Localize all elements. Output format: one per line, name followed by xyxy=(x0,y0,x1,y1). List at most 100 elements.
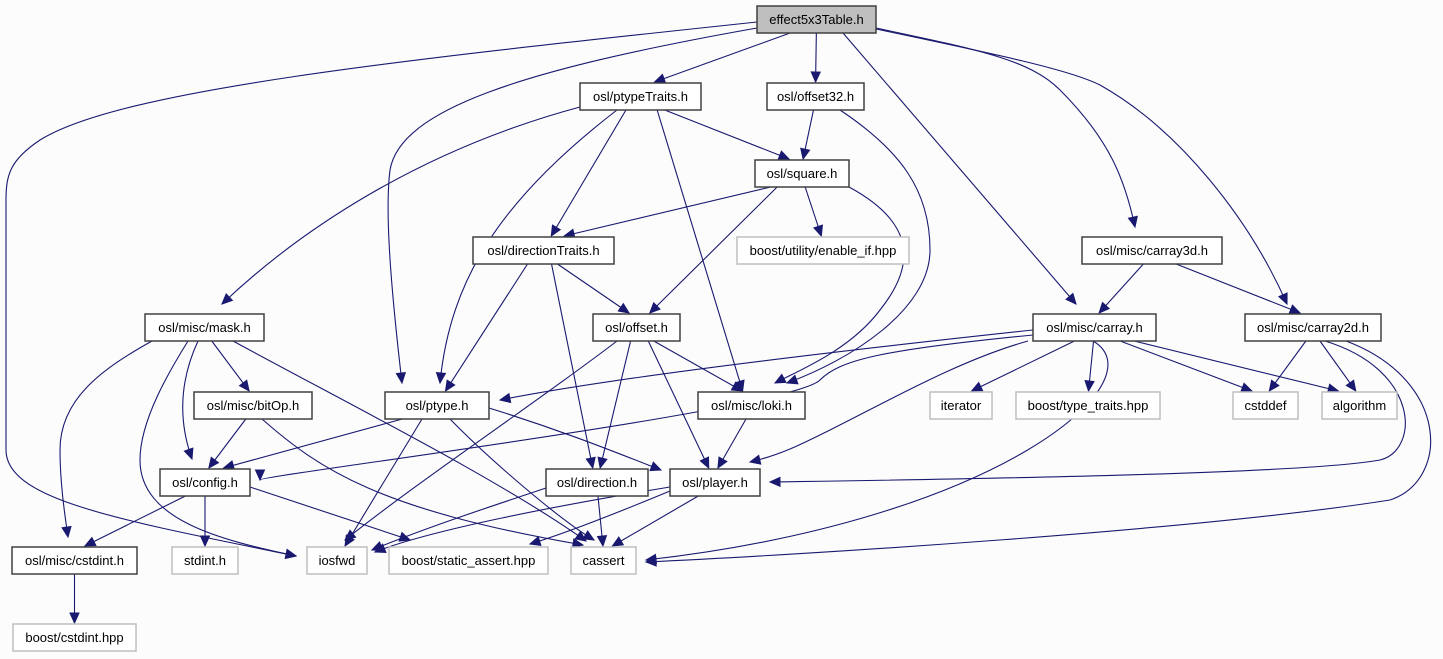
node-box xyxy=(159,468,251,497)
edge-arrowhead xyxy=(597,456,608,470)
edge-arrowhead xyxy=(550,224,562,238)
edge-offset-to-direction xyxy=(599,340,632,469)
node-box xyxy=(306,546,368,575)
node-label: iterator xyxy=(941,398,982,413)
node-box xyxy=(1232,391,1299,420)
node-misc-cstdint[interactable]: osl/misc/cstdint.h xyxy=(11,546,138,575)
edge-arrowhead xyxy=(611,536,625,547)
edge-offset-to-iosfwd xyxy=(344,340,618,541)
node-carray3d[interactable]: osl/misc/carray3d.h xyxy=(1081,236,1223,265)
node-offset32[interactable]: osl/offset32.h xyxy=(766,82,865,111)
node-box xyxy=(12,623,137,652)
node-cstddef: cstddef xyxy=(1232,391,1299,420)
node-box xyxy=(1081,236,1223,265)
node-type-traits: boost/type_traits.hpp xyxy=(1015,391,1161,420)
edge-arrowhead xyxy=(254,469,266,482)
node-bitOp[interactable]: osl/misc/bitOp.h xyxy=(193,391,313,420)
node-label: cassert xyxy=(583,553,625,568)
node-carray[interactable]: osl/misc/carray.h xyxy=(1032,313,1157,342)
edge-arrowhead xyxy=(582,530,596,541)
edge-arrowhead xyxy=(644,556,657,567)
edge-mask-to-misc_cstdint xyxy=(59,340,153,538)
edge-player-to-cassert xyxy=(612,495,699,547)
node-cassert: cassert xyxy=(570,546,637,575)
node-box xyxy=(756,5,877,34)
edge-arrowhead xyxy=(1065,292,1077,305)
node-carray2d[interactable]: osl/misc/carray2d.h xyxy=(1244,313,1382,342)
node-loki[interactable]: osl/misc/loki.h xyxy=(697,391,806,420)
edge-effect5x3Table-to-ptypeTraits xyxy=(654,32,791,83)
node-box xyxy=(545,468,649,497)
edge-ptype-to-config xyxy=(223,418,403,469)
node-ptypeTraits[interactable]: osl/ptypeTraits.h xyxy=(579,82,702,111)
node-box xyxy=(171,546,239,575)
edge-config-to-misc_cstdint xyxy=(84,495,186,547)
node-offset[interactable]: osl/offset.h xyxy=(592,313,681,342)
node-label: boost/cstdint.hpp xyxy=(25,630,123,645)
node-directionTraits[interactable]: osl/directionTraits.h xyxy=(472,236,615,265)
edge-arrowhead xyxy=(813,224,824,238)
node-label: osl/config.h xyxy=(172,475,238,490)
node-effect5x3Table[interactable]: effect5x3Table.h xyxy=(756,5,877,34)
edge-mask-to-cassert xyxy=(232,340,587,542)
edge-arrowhead xyxy=(648,301,661,314)
edge-arrowhead xyxy=(395,371,407,385)
edge-arrowhead xyxy=(199,535,211,548)
edge-arrowhead xyxy=(699,456,710,470)
node-label: boost/static_assert.hpp xyxy=(402,553,536,568)
edge-carray-to-algorithm xyxy=(1134,340,1339,392)
node-static-assert: boost/static_assert.hpp xyxy=(388,546,549,575)
edge-arrowhead xyxy=(435,372,447,385)
edge-offset-to-player xyxy=(647,340,710,469)
node-box xyxy=(579,82,702,111)
edge-arrowhead xyxy=(1127,215,1138,229)
edge-arrowhead xyxy=(344,534,355,548)
node-box xyxy=(1321,391,1398,420)
node-label: stdint.h xyxy=(184,553,226,568)
edge-carray2d-to-player xyxy=(769,340,1406,483)
node-iterator: iterator xyxy=(929,391,993,420)
node-box xyxy=(766,82,865,111)
edge-arrowhead xyxy=(528,535,542,547)
node-player[interactable]: osl/player.h xyxy=(669,468,761,497)
node-label: osl/square.h xyxy=(767,166,838,181)
node-direction[interactable]: osl/direction.h xyxy=(545,468,649,497)
node-label: iosfwd xyxy=(319,553,356,568)
edge-carray-to-player xyxy=(749,340,1029,463)
edge-carray-to-cstddef xyxy=(1119,340,1253,392)
edge-offset32-to-loki xyxy=(786,109,931,384)
node-boost-cstdint: boost/cstdint.hpp xyxy=(12,623,137,652)
node-config[interactable]: osl/config.h xyxy=(159,468,251,497)
edge-arrowhead xyxy=(183,447,194,461)
edge-arrowhead xyxy=(61,525,72,539)
edge-effect5x3Table-to-carray xyxy=(842,32,1077,305)
edge-effect5x3Table-to-carray3d xyxy=(875,27,1136,228)
edge-ptype-to-iosfwd xyxy=(344,418,423,547)
node-box xyxy=(669,468,761,497)
node-box xyxy=(592,313,681,342)
edge-directionTraits-to-direction xyxy=(550,263,594,469)
node-label: osl/misc/bitOp.h xyxy=(207,398,299,413)
edge-ptypeTraits-to-loki xyxy=(656,109,744,392)
node-box xyxy=(754,159,850,188)
edge-effect5x3Table-to-carray2d xyxy=(875,28,1288,305)
edge-ptype-to-player xyxy=(488,407,662,471)
edges-layer xyxy=(5,21,1432,625)
node-box xyxy=(929,391,993,420)
edge-effect5x3Table-to-ptype xyxy=(387,27,758,384)
node-label: osl/misc/carray.h xyxy=(1046,320,1143,335)
node-box xyxy=(144,313,265,342)
node-ptype[interactable]: osl/ptype.h xyxy=(384,391,490,420)
edge-arrowhead xyxy=(1098,301,1111,314)
node-label: osl/misc/carray2d.h xyxy=(1257,320,1369,335)
node-box xyxy=(697,391,806,420)
edge-config-to-static_assert xyxy=(249,486,411,541)
node-square[interactable]: osl/square.h xyxy=(754,159,850,188)
edge-arrowhead xyxy=(498,392,512,404)
node-mask[interactable]: osl/misc/mask.h xyxy=(144,313,265,342)
node-label: osl/misc/carray3d.h xyxy=(1096,243,1208,258)
edge-arrowhead xyxy=(649,461,663,472)
edge-carray-to-iterator xyxy=(971,340,1075,392)
edge-ptypeTraits-to-mask xyxy=(221,106,581,305)
